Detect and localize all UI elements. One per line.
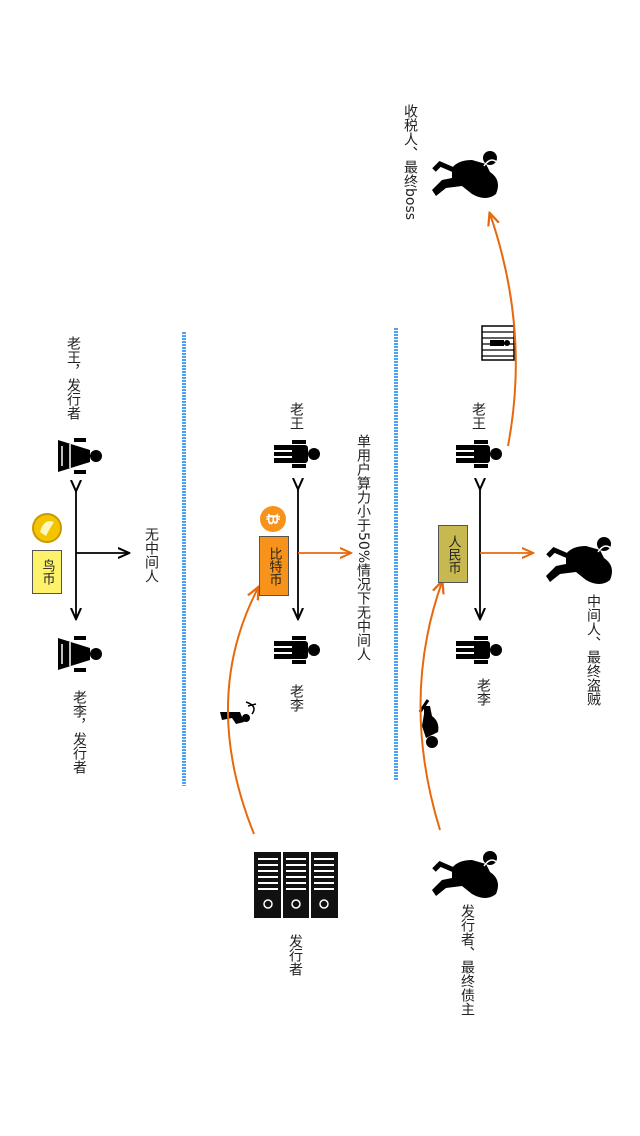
label-lao-li: 老李 — [288, 684, 304, 712]
label-lao-wang-issuer: 老王，发行者 — [65, 336, 81, 420]
rmb-tag: 人民币 — [438, 525, 468, 583]
person-icon — [274, 440, 320, 468]
bird-coin-icon — [32, 513, 62, 543]
thief-icon — [432, 851, 500, 898]
arrow-from-miners — [226, 588, 258, 835]
bitcoin-tag: 比特币 — [259, 536, 289, 596]
label-tax-collector: 收税人、最终boss — [402, 104, 418, 221]
arrow-from-issuer — [419, 582, 442, 831]
label-lao-wang: 老王 — [288, 402, 304, 430]
label-no-middleman: 无中间人 — [143, 527, 159, 583]
label-issuer: 发行者 — [287, 934, 303, 976]
label-issuer-creditor: 发行者、最终债主 — [459, 904, 475, 1016]
server-icon — [254, 852, 338, 918]
thief-icon — [546, 537, 614, 584]
label-middleman: 中间人、最终盗贼 — [585, 594, 601, 706]
jail-icon — [481, 325, 515, 361]
arrow-to-tax-collector — [490, 214, 517, 447]
svg-text:₿: ₿ — [264, 513, 282, 525]
person-icon — [274, 636, 320, 664]
label-single-user-note: 单用户算力小于50%情况下无中间人 — [355, 434, 371, 662]
label-lao-wang: 老王 — [470, 402, 486, 430]
woman-icon — [57, 635, 103, 673]
woman-icon — [57, 437, 103, 475]
miner-icon — [220, 701, 257, 724]
label-lao-li-issuer: 老李，发行者 — [71, 690, 87, 774]
person-icon — [456, 636, 502, 664]
bitcoin-icon: ₿ — [260, 506, 286, 532]
person-icon — [456, 440, 502, 468]
label-lao-li: 老李 — [475, 678, 491, 706]
thief-icon — [432, 151, 500, 198]
birdcoin-tag: 鸟币 — [32, 550, 62, 594]
